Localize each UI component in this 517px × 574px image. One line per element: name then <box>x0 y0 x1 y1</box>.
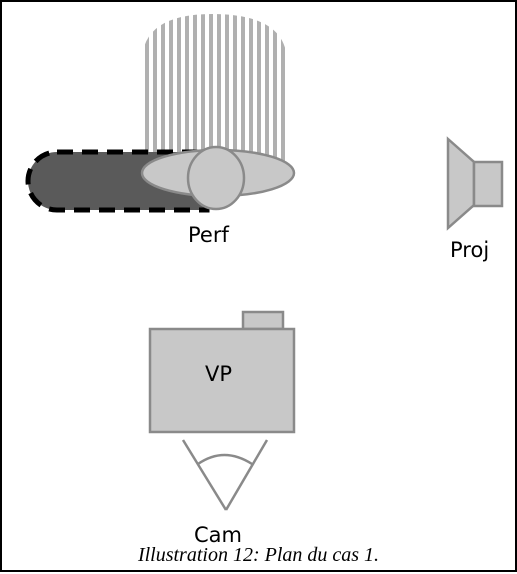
projector-label: Proj <box>450 238 489 262</box>
light-cone-striped <box>142 14 287 170</box>
camera-label: Cam <box>194 523 242 547</box>
video-projector-label: VP <box>205 362 232 386</box>
light-stripe <box>161 14 165 170</box>
light-stripe <box>249 14 253 170</box>
performer-label: Perf <box>188 223 229 247</box>
light-stripe <box>177 14 181 170</box>
light-stripe <box>201 14 205 170</box>
performer-topview-icon <box>140 145 296 211</box>
light-stripe <box>273 14 277 170</box>
light-stripe <box>257 14 261 170</box>
light-stripe <box>281 14 285 170</box>
light-stripe <box>209 14 213 170</box>
figure-caption: Illustration 12: Plan du cas 1. <box>137 544 380 566</box>
light-stripe <box>233 14 237 170</box>
light-stripe <box>185 14 189 170</box>
light-stripe <box>241 14 245 170</box>
camera-fov-icon <box>181 439 269 511</box>
light-stripe <box>153 14 157 170</box>
light-stripe <box>145 14 149 170</box>
light-stripe <box>225 14 229 170</box>
light-stripe <box>193 14 197 170</box>
light-stripe <box>265 14 269 170</box>
video-projector-icon <box>148 310 296 434</box>
light-stripe <box>217 14 221 170</box>
speaker-projector-icon <box>446 136 504 231</box>
light-stripe <box>169 14 173 170</box>
